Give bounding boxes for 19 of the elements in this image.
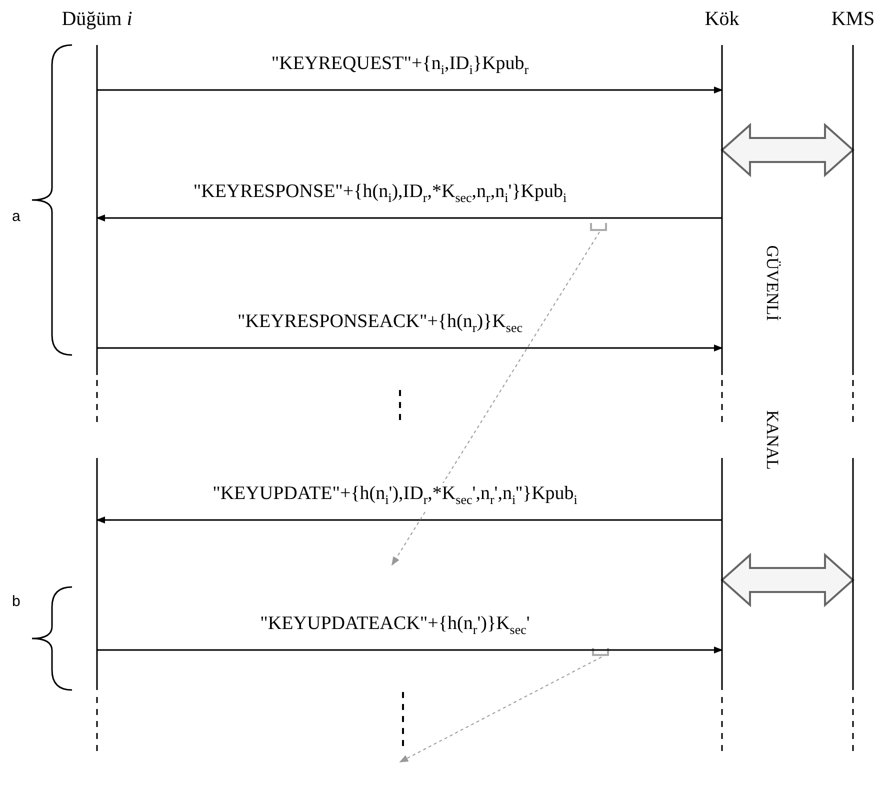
arrow xyxy=(97,344,723,352)
arrow xyxy=(96,214,722,222)
vertical-channel-label: GÜVENLİ xyxy=(762,245,782,321)
participant-label: KMS xyxy=(831,8,875,30)
arrow xyxy=(399,656,602,762)
arrow xyxy=(97,646,723,654)
vertical-channel-label: KANAL xyxy=(762,410,782,470)
double-arrow xyxy=(720,552,854,608)
group-letter: b xyxy=(12,593,20,610)
bracket-mark xyxy=(590,223,607,231)
arrow xyxy=(97,86,723,94)
arrow xyxy=(96,516,722,524)
bracket-mark xyxy=(592,648,609,656)
participant-label: Düğüm i xyxy=(62,8,132,30)
double-arrow xyxy=(720,122,854,178)
participant-label: Kök xyxy=(704,8,740,30)
group-letter: a xyxy=(12,208,20,225)
arrow xyxy=(392,232,600,566)
message-label: "KEYUPDATE"+{h(n$_{i}$'),ID$_{r}$,*K$_{sec}$',n$_{r}$',n$_{i}$''}Kpub$_{i}$ xyxy=(212,483,578,511)
